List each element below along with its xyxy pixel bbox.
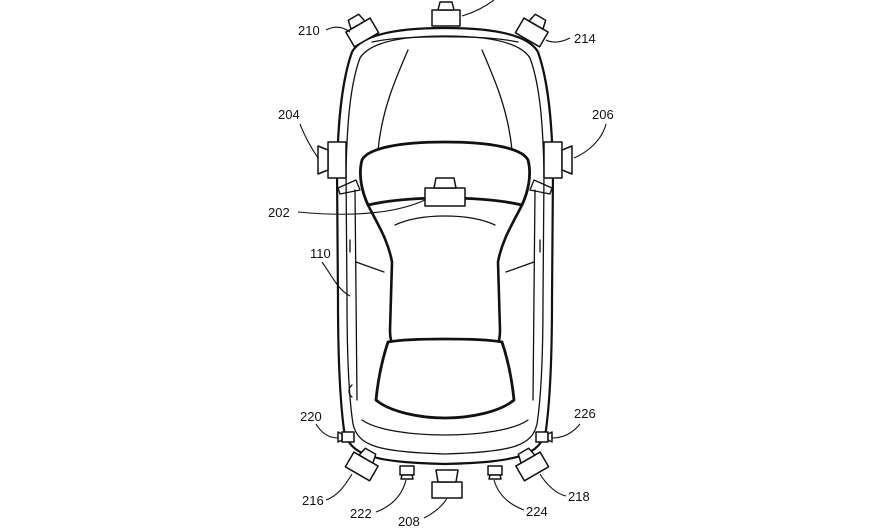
label-206: 206: [592, 107, 614, 122]
side-rail-right: [532, 189, 536, 401]
side-rail-left: [354, 189, 358, 401]
front-left-camera-icon: [345, 13, 380, 48]
rear-left-inner-sensor-icon: [399, 465, 415, 480]
fuel-cap-mark: [348, 384, 353, 398]
rear-center-camera-icon: [431, 469, 463, 499]
left-mirror-camera-icon: [317, 141, 347, 179]
rear-right-inner-sensor-icon: [487, 465, 503, 480]
label-110: 110: [310, 246, 331, 261]
rear-right-corner-sensor-icon: [535, 431, 553, 443]
label-216: 216: [302, 493, 324, 508]
vehicle-top-view: [335, 26, 555, 466]
label-222: 222: [350, 506, 372, 521]
front-center-camera-icon: [431, 1, 461, 27]
front-right-camera-icon: [514, 13, 549, 48]
vehicle-inner-outline: [345, 35, 545, 455]
label-224: 224: [526, 504, 548, 519]
label-220: 220: [300, 409, 322, 424]
label-202: 202: [268, 205, 290, 220]
rear-right-camera-icon: [515, 447, 550, 482]
label-210: 210: [298, 23, 320, 38]
left-side-mirror: [337, 179, 361, 195]
label-204: 204: [278, 107, 300, 122]
hood-crease-left: [377, 49, 409, 151]
right-mirror-camera-icon: [543, 141, 573, 179]
front-bumper-line: [371, 36, 519, 43]
rear-left-camera-icon: [344, 447, 379, 482]
leader-lines: [297, 0, 607, 519]
right-side-mirror: [529, 179, 553, 195]
interior-camera-icon: [424, 177, 466, 207]
roof-inner: [394, 215, 496, 226]
label-208: 208: [398, 514, 420, 529]
door-line-right: [505, 261, 535, 273]
label-218: 218: [568, 489, 590, 504]
door-line-left: [355, 261, 385, 273]
trunk-line: [361, 419, 529, 436]
hood-crease-right: [481, 49, 513, 151]
label-226: 226: [574, 406, 596, 421]
rear-window: [374, 337, 516, 420]
label-214: 214: [574, 31, 596, 46]
rear-left-corner-sensor-icon: [337, 431, 355, 443]
